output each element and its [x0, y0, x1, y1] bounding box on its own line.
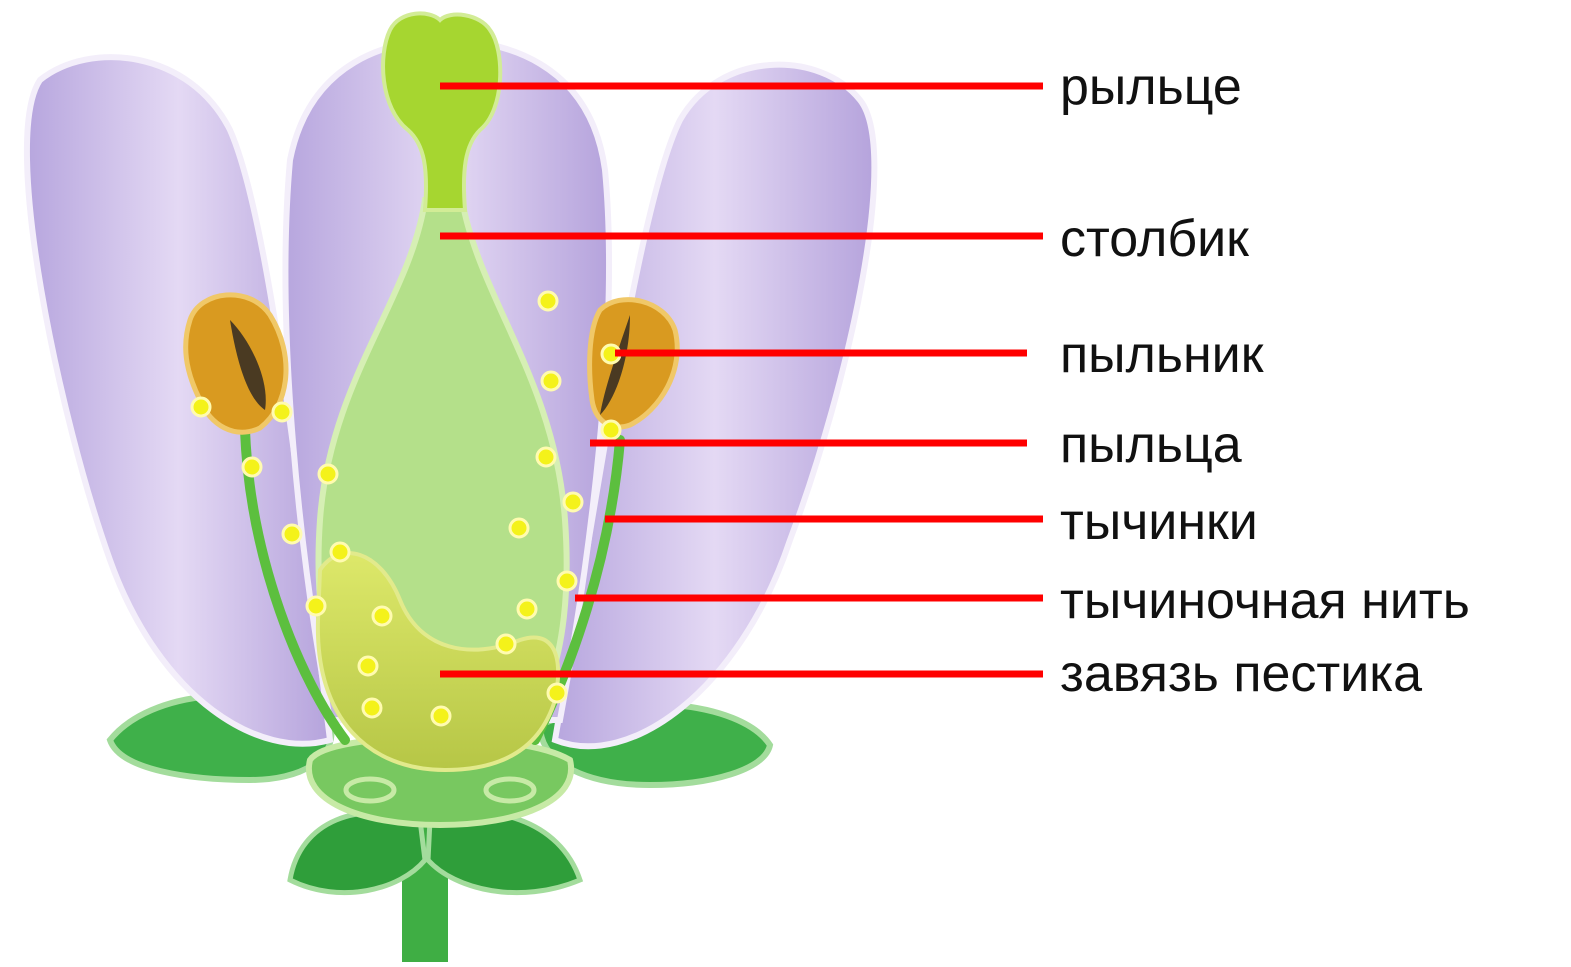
pollen-grain — [319, 465, 337, 483]
pollen-grain — [373, 607, 391, 625]
pollen-grain — [548, 684, 566, 702]
pollen-grain — [331, 543, 349, 561]
pollen-grain — [359, 657, 377, 675]
pollen-grain — [497, 635, 515, 653]
label-stamens: тычинки — [1060, 496, 1258, 548]
pollen-grain — [602, 421, 620, 439]
pollen-grain — [558, 572, 576, 590]
pollen-grain — [283, 525, 301, 543]
pollen-grain — [432, 707, 450, 725]
label-style: столбик — [1060, 213, 1249, 265]
label-stigma: рыльце — [1060, 61, 1242, 113]
pollen-grain — [542, 372, 560, 390]
pollen-grain — [243, 458, 261, 476]
label-pollen: пыльца — [1060, 419, 1242, 471]
pollen-grain — [539, 292, 557, 310]
label-anther: пыльник — [1060, 329, 1263, 381]
label-ovary: завязь пестика — [1060, 648, 1422, 700]
pollen-grain — [564, 493, 582, 511]
pollen-grain — [518, 600, 536, 618]
pollen-grain — [273, 403, 291, 421]
pollen-grain — [307, 597, 325, 615]
pollen-grain — [510, 519, 528, 537]
pollen-grain — [363, 699, 381, 717]
label-filament: тычиночная нить — [1060, 575, 1470, 627]
petal-left — [27, 57, 330, 744]
pollen-grain — [192, 398, 210, 416]
pollen-grain — [537, 448, 555, 466]
